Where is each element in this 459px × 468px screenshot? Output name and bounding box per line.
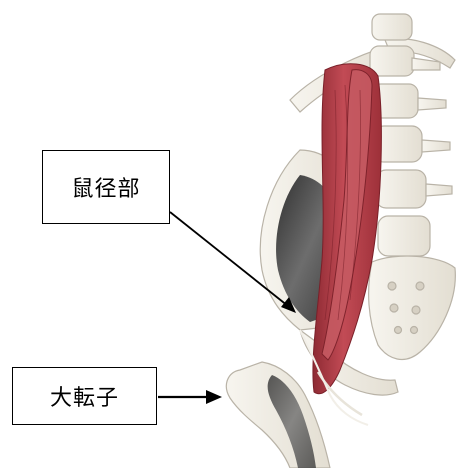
greater-trochanter-label-box: 大転子 — [12, 367, 157, 425]
sacral-foramen — [411, 327, 418, 334]
vertebra — [376, 170, 426, 208]
vertebra — [372, 14, 412, 40]
groin-label: 鼠径部 — [71, 171, 140, 203]
trochanter-arrowhead — [206, 390, 222, 404]
sacral-foramen — [390, 304, 398, 312]
sacral-foramen — [412, 306, 420, 314]
vertebra — [378, 216, 430, 256]
sacrum — [369, 256, 456, 359]
greater-trochanter-label: 大転子 — [50, 380, 119, 412]
sacral-foramen — [395, 327, 402, 334]
groin-label-box: 鼠径部 — [42, 150, 170, 224]
sacral-foramen — [388, 282, 396, 290]
transverse-process — [426, 184, 452, 196]
transverse-process — [422, 140, 450, 152]
transverse-process — [418, 98, 446, 110]
vertebra — [370, 46, 414, 76]
sacral-foramen — [416, 282, 424, 290]
